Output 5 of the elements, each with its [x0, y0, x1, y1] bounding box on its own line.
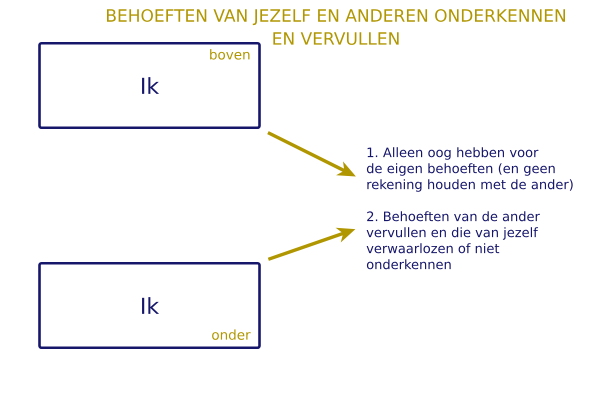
- description-text: 1. Alleen oog hebben voor de eigen behoeften (en geen rekening houden met de ander): [366, 147, 573, 192]
- title: BEHOEFTEN VAN JEZELF EN ANDEREN ONDERKENNEN EN VERVULLEN: [106, 9, 565, 45]
- corner-label: onder: [212, 329, 251, 340]
- corner-label: boven: [210, 49, 250, 60]
- description-text: 2. Behoeften van de ander vervullen en die van jezelf verwaarlozen of niet onderkennen: [366, 211, 540, 270]
